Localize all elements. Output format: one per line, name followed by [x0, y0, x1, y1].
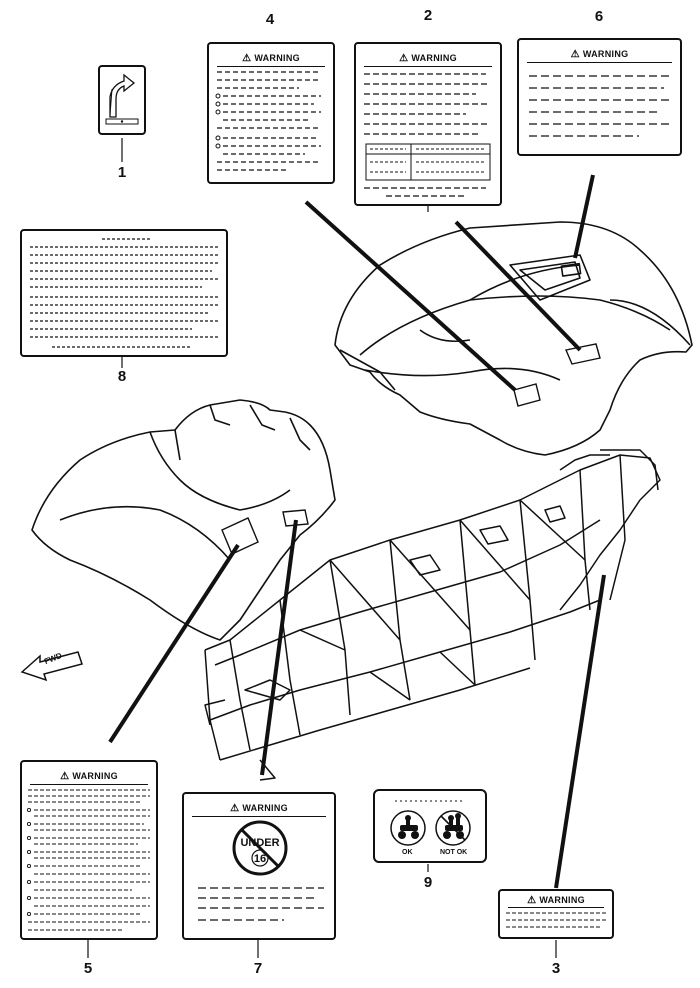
- not-ok-label: NOT OK: [440, 849, 468, 856]
- callout-6: 6: [594, 8, 604, 25]
- label-4-warning-header: ⚠WARNING: [217, 50, 325, 67]
- label-7-warning-under-16: ⚠WARNING UNDER 16: [182, 792, 336, 940]
- callout-7: 7: [253, 960, 263, 977]
- ok-label: OK: [402, 849, 413, 856]
- label-2-text-lines: [364, 73, 491, 197]
- label-3-warning-header: ⚠WARNING: [508, 894, 604, 908]
- label-3-warning: ⚠WARNING: [498, 889, 614, 939]
- callout-1: 1: [117, 164, 127, 181]
- label-5-text-lines: [26, 789, 150, 931]
- label-2-warning: ⚠WARNING: [354, 42, 502, 206]
- warning-triangle-icon: ⚠: [230, 803, 240, 814]
- passenger-icons: [390, 800, 471, 846]
- vehicle-frame: [204, 449, 661, 781]
- front-fender: [31, 399, 336, 641]
- label-3-text-lines: [506, 912, 606, 928]
- shift-arrow-icon: [105, 73, 139, 125]
- callout-5: 5: [83, 960, 93, 977]
- label-2-warning-header: ⚠WARNING: [364, 50, 492, 67]
- callout-8: 8: [117, 368, 127, 385]
- label-7-warning-header: ⚠WARNING: [192, 800, 326, 817]
- rear-fender-label-patches: [513, 343, 601, 407]
- warning-triangle-icon: ⚠: [527, 895, 537, 906]
- label-4-warning: ⚠WARNING: [207, 42, 335, 184]
- label-8-text-lines: [30, 238, 218, 348]
- label-6-warning: ⚠WARNING: [517, 38, 682, 156]
- label-5-warning-header: ⚠WARNING: [30, 768, 148, 785]
- label-1-shift-sticker: [98, 65, 146, 135]
- label-5-warning: ⚠WARNING: [20, 760, 158, 940]
- callout-3: 3: [551, 960, 561, 977]
- rear-fender: [334, 221, 693, 456]
- callout-4: 4: [265, 11, 275, 28]
- label-9-passenger-sticker: OK NOT OK: [373, 789, 487, 863]
- label-8-info: [20, 229, 228, 357]
- callout-2: 2: [423, 7, 433, 24]
- label-4-text-lines: [215, 71, 321, 171]
- leader-lines: [87, 138, 606, 958]
- label-6-warning-header: ⚠WARNING: [527, 46, 672, 63]
- rider-ok-icon: [390, 810, 426, 846]
- warning-triangle-icon: ⚠: [60, 771, 70, 782]
- label-6-text-lines: [529, 75, 669, 137]
- front-fender-label-patches: [221, 509, 309, 555]
- passenger-not-ok-icon: [435, 810, 471, 846]
- warning-triangle-icon: ⚠: [570, 49, 580, 60]
- fwd-arrow: [20, 651, 83, 682]
- callout-9: 9: [423, 874, 433, 891]
- warning-triangle-icon: ⚠: [399, 53, 409, 64]
- age-text: 16: [254, 853, 266, 865]
- warning-triangle-icon: ⚠: [242, 53, 252, 64]
- no-under-16-icon: UNDER 16: [198, 820, 324, 921]
